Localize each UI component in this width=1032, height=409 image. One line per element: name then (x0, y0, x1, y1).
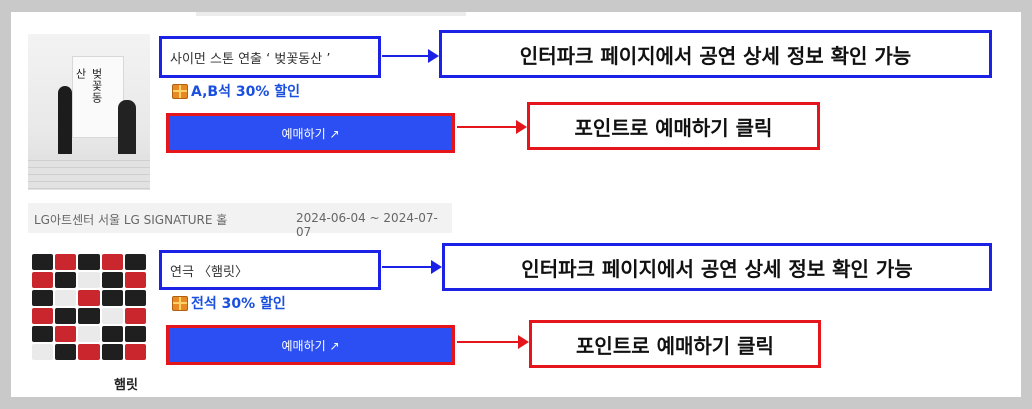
info-callout: 인터파크 페이지에서 공연 상세 정보 확인 가능 (442, 243, 992, 291)
poster-hamlet[interactable]: 햄릿 (32, 254, 146, 397)
screenshot-frame: 벚꽃동산 사이먼 스톤 연출 ‘ 벚꽃동산 ’ A,B석 30% 할인 예매하기… (11, 12, 1021, 397)
poster-figure-left (58, 86, 72, 156)
discount-text: A,B석 30% 할인 (191, 84, 300, 100)
reserve-button-label: 예매하기 ↗ (281, 338, 340, 353)
poster-portrait-grid (32, 254, 146, 372)
reserve-callout-text: 포인트로 예매하기 클릭 (576, 333, 774, 358)
reserve-callout: 포인트로 예매하기 클릭 (529, 320, 821, 368)
arrow-right-icon (457, 120, 527, 134)
reserve-button[interactable]: 예매하기 ↗ (166, 113, 455, 153)
info-callout-text: 인터파크 페이지에서 공연 상세 정보 확인 가능 (519, 43, 912, 68)
show-dates: 2024-06-04 ~ 2024-07-07 (296, 211, 438, 239)
arrow-right-icon (457, 335, 529, 349)
venue-name: LG아트센터 서울 LG SIGNATURE 홀 (34, 213, 228, 227)
poster-title: 햄릿 (114, 378, 138, 393)
poster-cherry-orchard[interactable]: 벚꽃동산 (28, 34, 150, 190)
poster-stairs (28, 154, 150, 190)
poster-backdrop (72, 56, 124, 138)
arrow-right-icon (382, 260, 442, 274)
gift-icon (172, 295, 188, 311)
reserve-callout-text: 포인트로 예매하기 클릭 (574, 115, 773, 140)
venue-row: LG아트센터 서울 LG SIGNATURE 홀 2024-06-04 ~ 20… (28, 203, 452, 239)
reserve-button[interactable]: 예매하기 ↗ (166, 325, 455, 365)
previous-item-edge (196, 12, 466, 16)
reserve-button-label: 예매하기 ↗ (281, 126, 340, 141)
discount-text: 전석 30% 할인 (191, 296, 286, 312)
show-title-box[interactable]: 사이먼 스톤 연출 ‘ 벚꽃동산 ’ (159, 36, 381, 78)
show-title[interactable]: 연극 〈햄릿〉 (170, 264, 248, 280)
show-title-box[interactable]: 연극 〈햄릿〉 (159, 250, 381, 290)
gift-icon (172, 83, 188, 99)
discount-badge: A,B석 30% 할인 (172, 81, 300, 101)
arrow-right-icon (382, 49, 439, 63)
show-title[interactable]: 사이먼 스톤 연출 ‘ 벚꽃동산 ’ (170, 51, 331, 67)
info-callout: 인터파크 페이지에서 공연 상세 정보 확인 가능 (439, 30, 992, 78)
info-callout-text: 인터파크 페이지에서 공연 상세 정보 확인 가능 (521, 256, 913, 281)
poster-figure-right (118, 100, 136, 160)
discount-badge: 전석 30% 할인 (172, 293, 286, 313)
reserve-callout: 포인트로 예매하기 클릭 (527, 102, 820, 150)
poster-title: 벚꽃동산 (74, 68, 103, 104)
